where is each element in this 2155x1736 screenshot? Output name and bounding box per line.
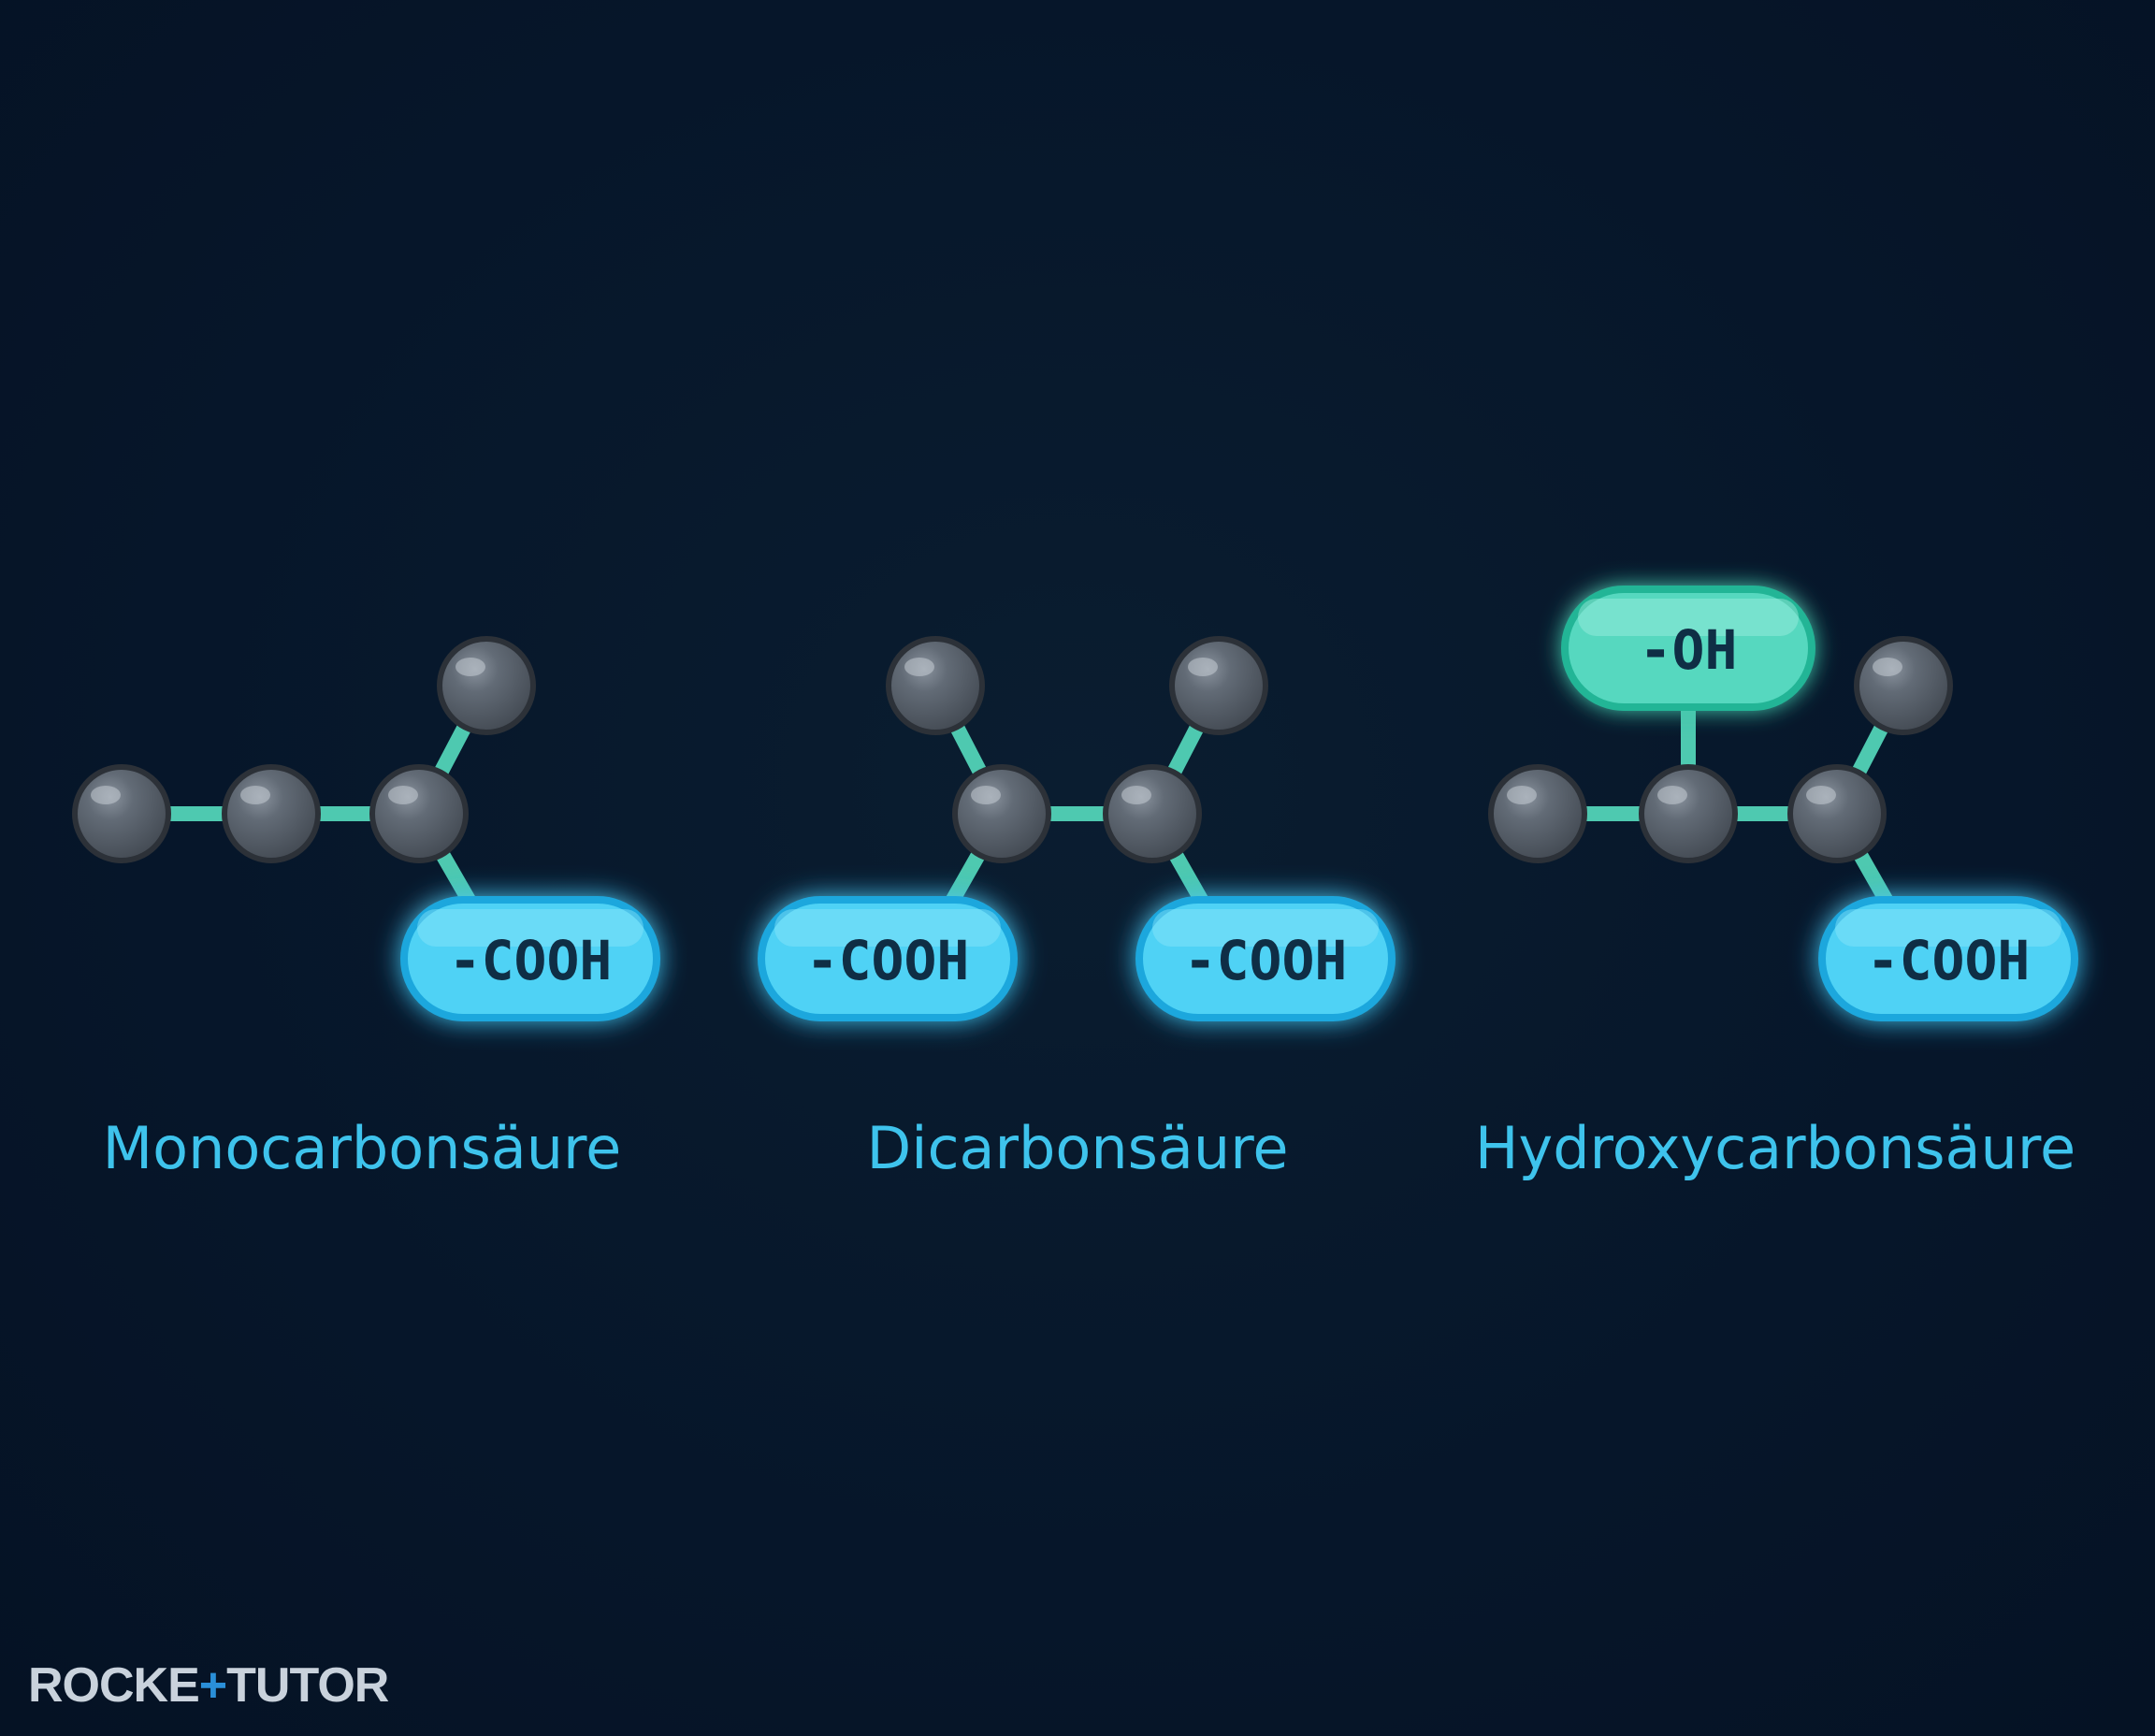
highlight bbox=[388, 786, 418, 804]
carbon-atom bbox=[1488, 764, 1587, 863]
brand-part1: ROCKE bbox=[28, 1658, 200, 1713]
diagram-dicarbonsaeure: -COOH -COOH Dicarbonsäure bbox=[758, 636, 1396, 1182]
carbon-atom bbox=[1854, 636, 1953, 735]
highlight bbox=[240, 786, 270, 804]
highlight bbox=[1873, 658, 1902, 676]
diagram-hydroxycarbonsaeure: -OH -COOH Hydroxycarbonsäure bbox=[1475, 586, 2078, 1182]
carbon-atom bbox=[886, 636, 985, 735]
group-label: -COOH bbox=[1867, 929, 2031, 992]
carbon-atom bbox=[1787, 764, 1887, 863]
group-label: -OH bbox=[1640, 618, 1738, 682]
group-label: -COOH bbox=[1184, 929, 1348, 992]
diagram-title: Dicarbonsäure bbox=[867, 1114, 1289, 1182]
highlight bbox=[456, 658, 485, 676]
functional-group-cooh bbox=[400, 896, 660, 1021]
highlight bbox=[1507, 786, 1537, 804]
highlight bbox=[1657, 786, 1687, 804]
highlight bbox=[971, 786, 1001, 804]
highlight bbox=[91, 786, 121, 804]
brand-part2: TUTOR bbox=[226, 1658, 389, 1713]
highlight bbox=[904, 658, 934, 676]
carbon-atom bbox=[437, 636, 536, 735]
carbon-atom bbox=[1103, 764, 1202, 863]
carbon-atom bbox=[952, 764, 1051, 863]
highlight bbox=[1121, 786, 1151, 804]
functional-group-cooh bbox=[1818, 896, 2078, 1021]
carbon-atom bbox=[1169, 636, 1268, 735]
brand-logo: ROCKE+TUTOR bbox=[28, 1657, 389, 1714]
group-label: -COOH bbox=[449, 929, 613, 992]
diagram-monocarbonsaeure: -COOH Monocarbonsäure bbox=[72, 636, 660, 1182]
highlight bbox=[1806, 786, 1836, 804]
functional-group-cooh bbox=[758, 896, 1018, 1021]
carbon-atom bbox=[1639, 764, 1738, 863]
carbon-atom bbox=[369, 764, 469, 863]
highlight bbox=[1188, 658, 1218, 676]
diagram-title: Hydroxycarbonsäure bbox=[1475, 1114, 2075, 1182]
functional-group-oh bbox=[1561, 586, 1815, 711]
brand-accent: + bbox=[198, 1658, 227, 1713]
carbon-atom bbox=[72, 764, 171, 863]
functional-group-cooh bbox=[1135, 896, 1396, 1021]
diagram-title: Monocarbonsäure bbox=[103, 1114, 622, 1182]
group-label: -COOH bbox=[806, 929, 970, 992]
carbon-atom bbox=[222, 764, 321, 863]
atom-highlights bbox=[91, 658, 1902, 804]
